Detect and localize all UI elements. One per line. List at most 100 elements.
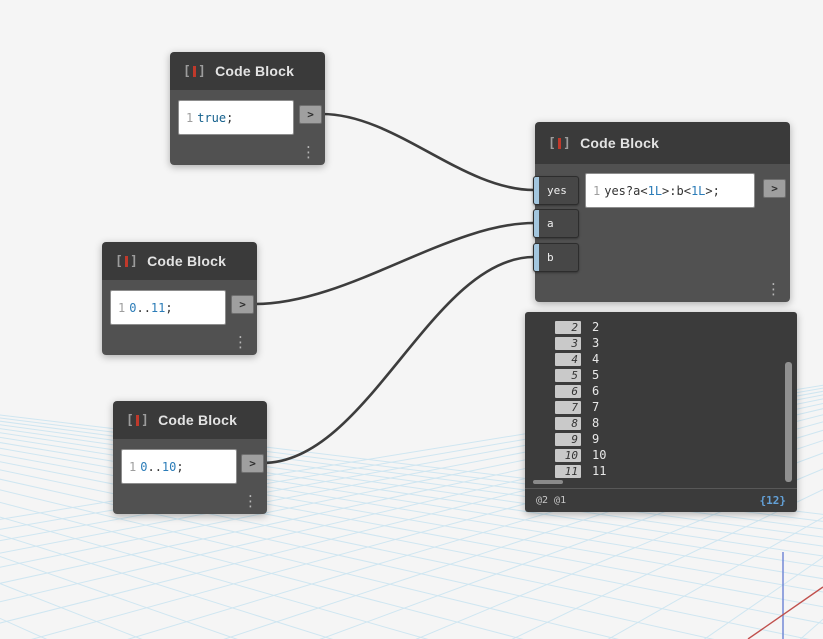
code-token: ; xyxy=(176,459,184,474)
code-token: 1L xyxy=(690,183,706,198)
code-token: true xyxy=(197,110,227,125)
code-token: ; xyxy=(226,110,234,125)
grid-line xyxy=(0,469,810,639)
code-editor[interactable]: 1 0..10; xyxy=(121,449,237,484)
grid-line xyxy=(31,421,823,639)
code-token: >:b< xyxy=(662,183,691,198)
row-index-badge: 4 xyxy=(555,352,581,366)
row-index-badge: 9 xyxy=(555,432,581,446)
list-count-badge: {12} xyxy=(759,494,787,507)
output-port[interactable]: > xyxy=(299,105,322,124)
code-block-node-true[interactable]: [] Code Block 1 true; > ⋮ xyxy=(170,52,325,165)
row-index-badge: 3 xyxy=(555,336,581,350)
grid-line xyxy=(0,442,823,580)
grid-line xyxy=(0,555,238,639)
line-number: 1 xyxy=(129,459,137,474)
port-connector-icon[interactable] xyxy=(534,210,539,237)
code-editor[interactable]: 1 true; xyxy=(178,100,294,135)
wire-range10-to-b[interactable] xyxy=(261,255,536,465)
input-port-a[interactable]: a xyxy=(533,209,579,238)
line-number: 1 xyxy=(593,183,601,198)
port-label: yes xyxy=(547,184,567,197)
node-menu-icon[interactable]: ⋮ xyxy=(766,280,781,298)
node-body: 1 true; > ⋮ xyxy=(170,90,325,165)
port-connector-icon[interactable] xyxy=(534,177,539,204)
code-token: ; xyxy=(165,300,173,315)
node-header[interactable]: [] Code Block xyxy=(102,242,257,280)
node-title: Code Block xyxy=(158,412,238,428)
code-block-node-range11[interactable]: [] Code Block 1 0..11; > ⋮ xyxy=(102,242,257,355)
row-index-badge: 8 xyxy=(555,416,581,430)
node-title: Code Block xyxy=(580,135,660,151)
grid-line xyxy=(0,408,823,603)
code-editor[interactable]: 1 yes?a<1L>:b<1L>; xyxy=(585,173,755,208)
row-index-badge: 11 xyxy=(555,464,581,478)
row-value: 3 xyxy=(592,336,600,350)
input-port-b[interactable]: b xyxy=(533,243,579,272)
list-level-labels: @2 @1 xyxy=(536,495,567,506)
code-token: 0 xyxy=(129,300,137,315)
row-value: 6 xyxy=(592,384,600,398)
code-token: >; xyxy=(705,183,720,198)
node-header[interactable]: [] Code Block xyxy=(113,401,267,439)
node-body: 1 0..10; > ⋮ xyxy=(113,439,267,514)
row-value: 9 xyxy=(592,432,600,446)
grid-line xyxy=(747,586,823,639)
grid-line xyxy=(0,414,823,624)
output-port[interactable]: > xyxy=(241,454,264,473)
node-menu-icon[interactable]: ⋮ xyxy=(243,492,258,510)
code-text: 0..10; xyxy=(140,460,183,474)
vertical-scrollbar-thumb[interactable] xyxy=(785,362,792,482)
output-port[interactable]: > xyxy=(231,295,254,314)
code-block-icon: [] xyxy=(115,253,139,269)
code-block-node-range10[interactable]: [] Code Block 1 0..10; > ⋮ xyxy=(113,401,267,514)
grid-line xyxy=(0,461,823,624)
node-header[interactable]: [] Code Block xyxy=(535,122,790,164)
row-value: 10 xyxy=(592,448,607,462)
code-token: .. xyxy=(147,459,162,474)
row-value: 7 xyxy=(592,400,600,414)
input-port-yes[interactable]: yes xyxy=(533,176,579,205)
grid-line xyxy=(127,429,823,639)
grid-line xyxy=(0,478,715,639)
line-number: 1 xyxy=(118,300,126,315)
grid-line xyxy=(0,454,823,608)
preview-footer: @2 @1 {12} xyxy=(525,488,797,512)
code-text: 0..11; xyxy=(129,301,172,315)
grid-line xyxy=(0,534,334,639)
node-menu-icon[interactable]: ⋮ xyxy=(233,333,248,351)
grid-line xyxy=(0,489,619,639)
code-token: 11 xyxy=(150,300,166,315)
wire-range11-to-a[interactable] xyxy=(253,221,536,306)
horizontal-scrollbar-thumb[interactable] xyxy=(533,480,563,484)
node-header[interactable]: [] Code Block xyxy=(170,52,325,90)
code-editor[interactable]: 1 0..11; xyxy=(110,290,226,325)
output-port[interactable]: > xyxy=(763,179,786,198)
port-connector-icon[interactable] xyxy=(534,244,539,271)
row-index-badge: 7 xyxy=(555,400,581,414)
grid-line xyxy=(0,436,823,568)
wire-true-to-yes[interactable] xyxy=(320,112,536,192)
node-menu-icon[interactable]: ⋮ xyxy=(301,143,316,161)
node-body: 1 0..11; > ⋮ xyxy=(102,280,257,355)
row-value: 4 xyxy=(592,352,600,366)
node-title: Code Block xyxy=(215,63,295,79)
code-text: yes?a<1L>:b<1L>; xyxy=(604,184,720,198)
port-label: a xyxy=(547,217,554,230)
grid-line xyxy=(0,501,524,639)
node-title: Code Block xyxy=(147,253,227,269)
grid-line xyxy=(319,452,823,639)
